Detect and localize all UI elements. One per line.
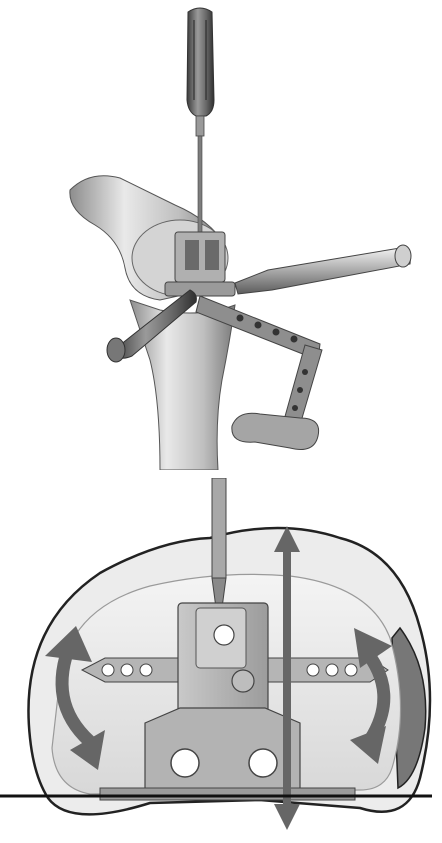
guide-block xyxy=(178,603,268,713)
femur-guide-svg xyxy=(0,478,442,843)
cutting-block xyxy=(165,232,235,296)
knee-instrument-svg xyxy=(0,0,442,470)
screwdriver-icon xyxy=(187,8,214,240)
alignment-pin xyxy=(212,478,226,608)
right-handle xyxy=(235,245,411,294)
femur-guide-illustration xyxy=(0,478,442,843)
knee-instrument-illustration xyxy=(0,0,442,470)
